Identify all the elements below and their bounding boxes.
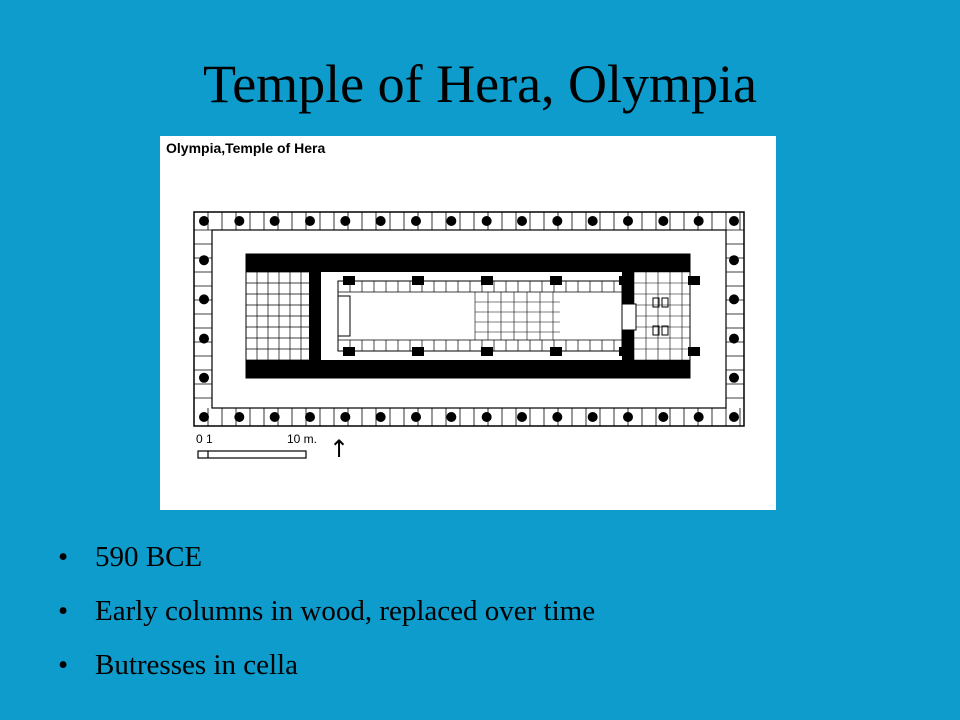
buttress	[688, 347, 700, 356]
buttress	[481, 347, 493, 356]
plan-caption: Olympia,Temple of Hera	[166, 140, 325, 156]
column	[587, 412, 598, 422]
buttress	[619, 347, 631, 356]
buttress	[343, 347, 355, 356]
buttress	[412, 276, 424, 285]
bullet-list: • 590 BCE • Early columns in wood, replace…	[58, 530, 595, 692]
column	[269, 412, 280, 422]
column	[517, 412, 527, 422]
buttress	[343, 276, 355, 285]
floor-plan-drawing: Olympia,Temple of Hera 0 1 10 m. ↑	[166, 140, 745, 463]
bullet-marker: •	[58, 595, 69, 627]
slide-title: Temple of Hera, Olympia	[202, 54, 758, 114]
column	[481, 216, 492, 226]
column	[658, 216, 669, 226]
bullet-item: • Early columns in wood, replaced over ti…	[58, 584, 595, 638]
column	[517, 216, 527, 226]
column	[199, 372, 209, 383]
bullet-marker: •	[58, 649, 69, 681]
buttress	[619, 276, 631, 285]
column	[729, 255, 739, 266]
column	[340, 216, 351, 226]
column	[411, 412, 421, 422]
bullet-item: • 590 BCE	[58, 530, 595, 584]
temple-floor-plan: Olympia,Temple of Hera 0 1 10 m. ↑	[160, 136, 776, 510]
column	[375, 216, 386, 226]
statue-base	[652, 325, 660, 336]
column	[623, 412, 633, 422]
stylobate-outline	[193, 211, 745, 427]
stylobate-inner-line	[211, 229, 727, 409]
column	[623, 216, 633, 226]
bullet-text: 590 BCE	[95, 541, 203, 573]
column	[481, 412, 492, 422]
column	[729, 412, 739, 422]
statue-base	[652, 297, 660, 308]
bullet-marker: •	[58, 541, 69, 573]
column	[729, 294, 739, 305]
doorway	[621, 303, 637, 331]
north-arrow-icon: ↑	[329, 435, 349, 463]
column	[269, 216, 280, 226]
scale-label-end: 10 m.	[287, 432, 317, 446]
statue-base	[661, 325, 669, 336]
buttress	[550, 347, 562, 356]
column	[305, 216, 315, 226]
buttress	[481, 276, 493, 285]
bullet-text: Butresses in cella	[95, 649, 298, 681]
column	[199, 333, 209, 344]
peristyle-paving	[193, 212, 744, 426]
column	[693, 216, 704, 226]
scale-label-start: 0 1	[196, 432, 213, 446]
column	[552, 412, 563, 422]
column	[411, 216, 421, 226]
column	[199, 216, 209, 226]
cella-south-wall	[246, 360, 690, 378]
column	[340, 412, 351, 422]
cella-paving	[245, 271, 700, 361]
column	[446, 216, 457, 226]
buttress	[688, 276, 700, 285]
column	[199, 255, 209, 266]
pronaos-wall	[309, 272, 321, 360]
column	[375, 412, 386, 422]
column	[587, 216, 598, 226]
column	[199, 412, 209, 422]
column	[305, 412, 315, 422]
statue-base	[661, 297, 669, 308]
buttress	[550, 276, 562, 285]
naos-floor	[337, 280, 623, 352]
bullet-text: Early columns in wood, replaced over tim…	[95, 595, 596, 627]
column	[658, 412, 669, 422]
column	[552, 216, 563, 226]
buttress	[412, 347, 424, 356]
column	[199, 294, 209, 305]
peristyle-columns	[199, 216, 739, 422]
cella-north-wall	[246, 254, 690, 272]
column	[729, 216, 739, 226]
column	[729, 372, 739, 383]
column	[693, 412, 704, 422]
column	[729, 333, 739, 344]
column	[234, 412, 245, 422]
column	[446, 412, 457, 422]
doorway	[337, 295, 351, 337]
column	[234, 216, 245, 226]
bullet-item: • Butresses in cella	[58, 638, 595, 692]
scale-bar	[197, 450, 307, 459]
